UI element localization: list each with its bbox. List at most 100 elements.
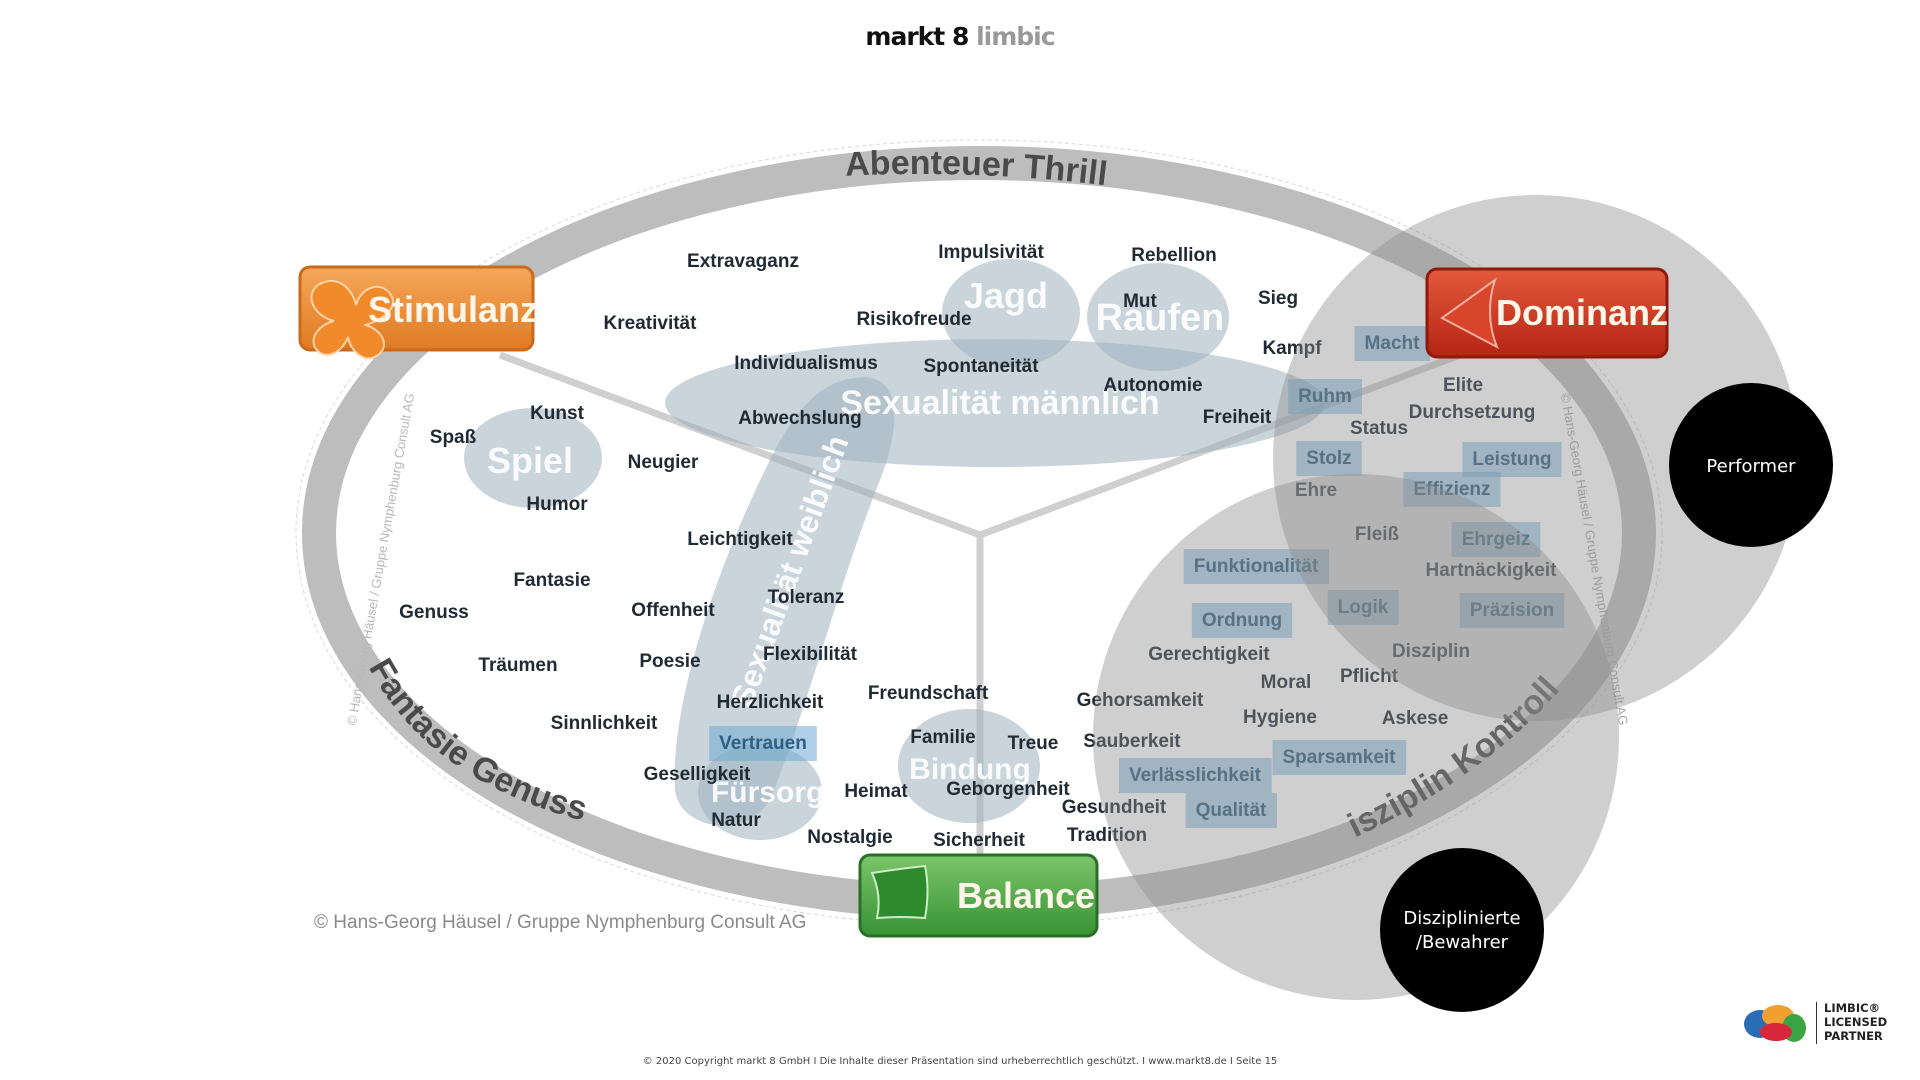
word-label: Ehre	[1295, 480, 1337, 501]
word-label: Humor	[526, 494, 588, 515]
word-hygiene: Hygiene	[1243, 707, 1317, 728]
partner-line3: PARTNER	[1824, 1029, 1883, 1043]
pole-balance: Balance	[858, 853, 1099, 938]
word-label: Gehorsamkeit	[1077, 690, 1204, 711]
word-freiheit: Freiheit	[1203, 407, 1272, 428]
word-label: Sicherheit	[933, 830, 1026, 851]
brand-secondary: limbic	[976, 22, 1055, 51]
word-label: Präzision	[1470, 600, 1554, 621]
brand-primary: markt 8	[865, 22, 969, 51]
word-logik: Logik	[1327, 590, 1399, 625]
word-leistung: Leistung	[1462, 442, 1562, 477]
limbic-partner-logo: LIMBIC® LICENSED PARTNER	[1742, 998, 1892, 1048]
word-macht: Macht	[1354, 326, 1431, 361]
pole-label-stimulanz: Stimulanz	[368, 289, 538, 330]
pole-label-dominanz: Dominanz	[1496, 292, 1668, 333]
word-rebellion: Rebellion	[1131, 245, 1217, 266]
blob-jagd	[942, 259, 1080, 367]
highlight-box	[1191, 603, 1293, 638]
label-fuersorge: Fürsorge	[711, 776, 841, 809]
word-heimat: Heimat	[844, 781, 908, 802]
word-label: Qualität	[1196, 800, 1267, 821]
word-kunst: Kunst	[530, 403, 585, 424]
word-geborgenheit: Geborgenheit	[946, 779, 1070, 800]
word-individualismus: Individualismus	[734, 353, 878, 374]
word-humor: Humor	[526, 494, 588, 515]
word-kreativität: Kreativität	[604, 313, 698, 334]
word-askese: Askese	[1382, 708, 1449, 729]
word-genuss: Genuss	[399, 602, 469, 623]
blob-bindung	[898, 709, 1040, 823]
word-label: Leichtigkeit	[687, 529, 793, 550]
word-impulsivität: Impulsivität	[938, 242, 1044, 263]
segment-label-disziplinierte-line2: /Bewahrer	[1416, 932, 1509, 953]
word-label: Moral	[1261, 672, 1312, 693]
logo-divider	[1816, 1002, 1817, 1044]
highlight-box	[1296, 441, 1362, 476]
highlight-box	[1327, 590, 1399, 625]
highlight-box	[1451, 522, 1541, 557]
word-elite: Elite	[1443, 375, 1483, 396]
segment-label-disziplinierte-line1: Disziplinierte	[1403, 908, 1520, 929]
word-toleranz: Toleranz	[768, 587, 845, 608]
word-label: Macht	[1365, 333, 1421, 354]
word-label: Kunst	[530, 403, 585, 424]
word-neugier: Neugier	[628, 452, 699, 473]
word-label: Durchsetzung	[1409, 402, 1536, 423]
word-label: Gesundheit	[1062, 797, 1167, 818]
word-mut: Mut	[1123, 291, 1157, 312]
word-ruhm: Ruhm	[1288, 379, 1362, 414]
word-label: Offenheit	[631, 600, 715, 621]
word-label: Fantasie	[513, 570, 590, 591]
blob-spiel	[464, 408, 602, 508]
word-label: Sparsamkeit	[1282, 747, 1396, 768]
word-label: Individualismus	[734, 353, 878, 374]
word-label: Funktionalität	[1194, 556, 1319, 577]
word-label: Pflicht	[1340, 666, 1399, 687]
word-status: Status	[1350, 418, 1408, 439]
word-sparsamkeit: Sparsamkeit	[1272, 740, 1407, 775]
word-label: Verlässlichkeit	[1129, 765, 1262, 786]
word-pflicht: Pflicht	[1340, 666, 1399, 687]
word-label: Stolz	[1306, 448, 1351, 469]
word-label: Poesie	[639, 651, 700, 672]
highlight-box	[1272, 740, 1407, 775]
word-label: Kampf	[1262, 338, 1322, 359]
pole-dominanz: Dominanz	[1425, 267, 1669, 359]
blob-sexualitaet-weiblich	[674, 377, 895, 826]
highlight-box	[709, 726, 817, 761]
word-fantasie: Fantasie	[513, 570, 590, 591]
word-effizienz: Effizienz	[1403, 472, 1501, 507]
word-tradition: Tradition	[1067, 825, 1147, 846]
partner-text: LIMBIC® LICENSED PARTNER	[1824, 1001, 1887, 1043]
word-disziplin: Disziplin	[1392, 641, 1470, 662]
word-träumen: Träumen	[478, 655, 557, 676]
word-label: Toleranz	[768, 587, 845, 608]
word-spaß: Spaß	[430, 427, 477, 448]
word-label: Freiheit	[1203, 407, 1272, 428]
segment-disziplinierte: Disziplinierte /Bewahrer	[1380, 848, 1544, 1012]
word-gehorsamkeit: Gehorsamkeit	[1077, 690, 1204, 711]
ring-label-left: Fantasie Genuss	[361, 652, 591, 828]
word-label: Tradition	[1067, 825, 1147, 846]
label-spiel: Spiel	[487, 440, 573, 481]
word-freundschaft: Freundschaft	[868, 683, 989, 704]
blob-fuersorge	[698, 744, 822, 840]
sub-modules	[464, 259, 1325, 840]
highlight-box	[1403, 472, 1501, 507]
word-gesundheit: Gesundheit	[1062, 797, 1167, 818]
highlight-box	[1185, 793, 1278, 828]
word-flexibilität: Flexibilität	[763, 644, 858, 665]
word-label: Impulsivität	[938, 242, 1044, 263]
word-präzision: Präzision	[1459, 593, 1565, 628]
word-kampf: Kampf	[1262, 338, 1322, 359]
word-label: Freundschaft	[868, 683, 989, 704]
word-label: Sinnlichkeit	[551, 713, 658, 734]
word-label: Disziplin	[1392, 641, 1470, 662]
word-fleiß: Fleiß	[1355, 524, 1400, 545]
word-label: Ehrgeiz	[1462, 529, 1531, 550]
word-label: Hygiene	[1243, 707, 1317, 728]
word-label: Ruhm	[1298, 386, 1352, 407]
pole-stimulanz: Stimulanz	[298, 265, 538, 360]
word-label: Familie	[910, 727, 975, 748]
